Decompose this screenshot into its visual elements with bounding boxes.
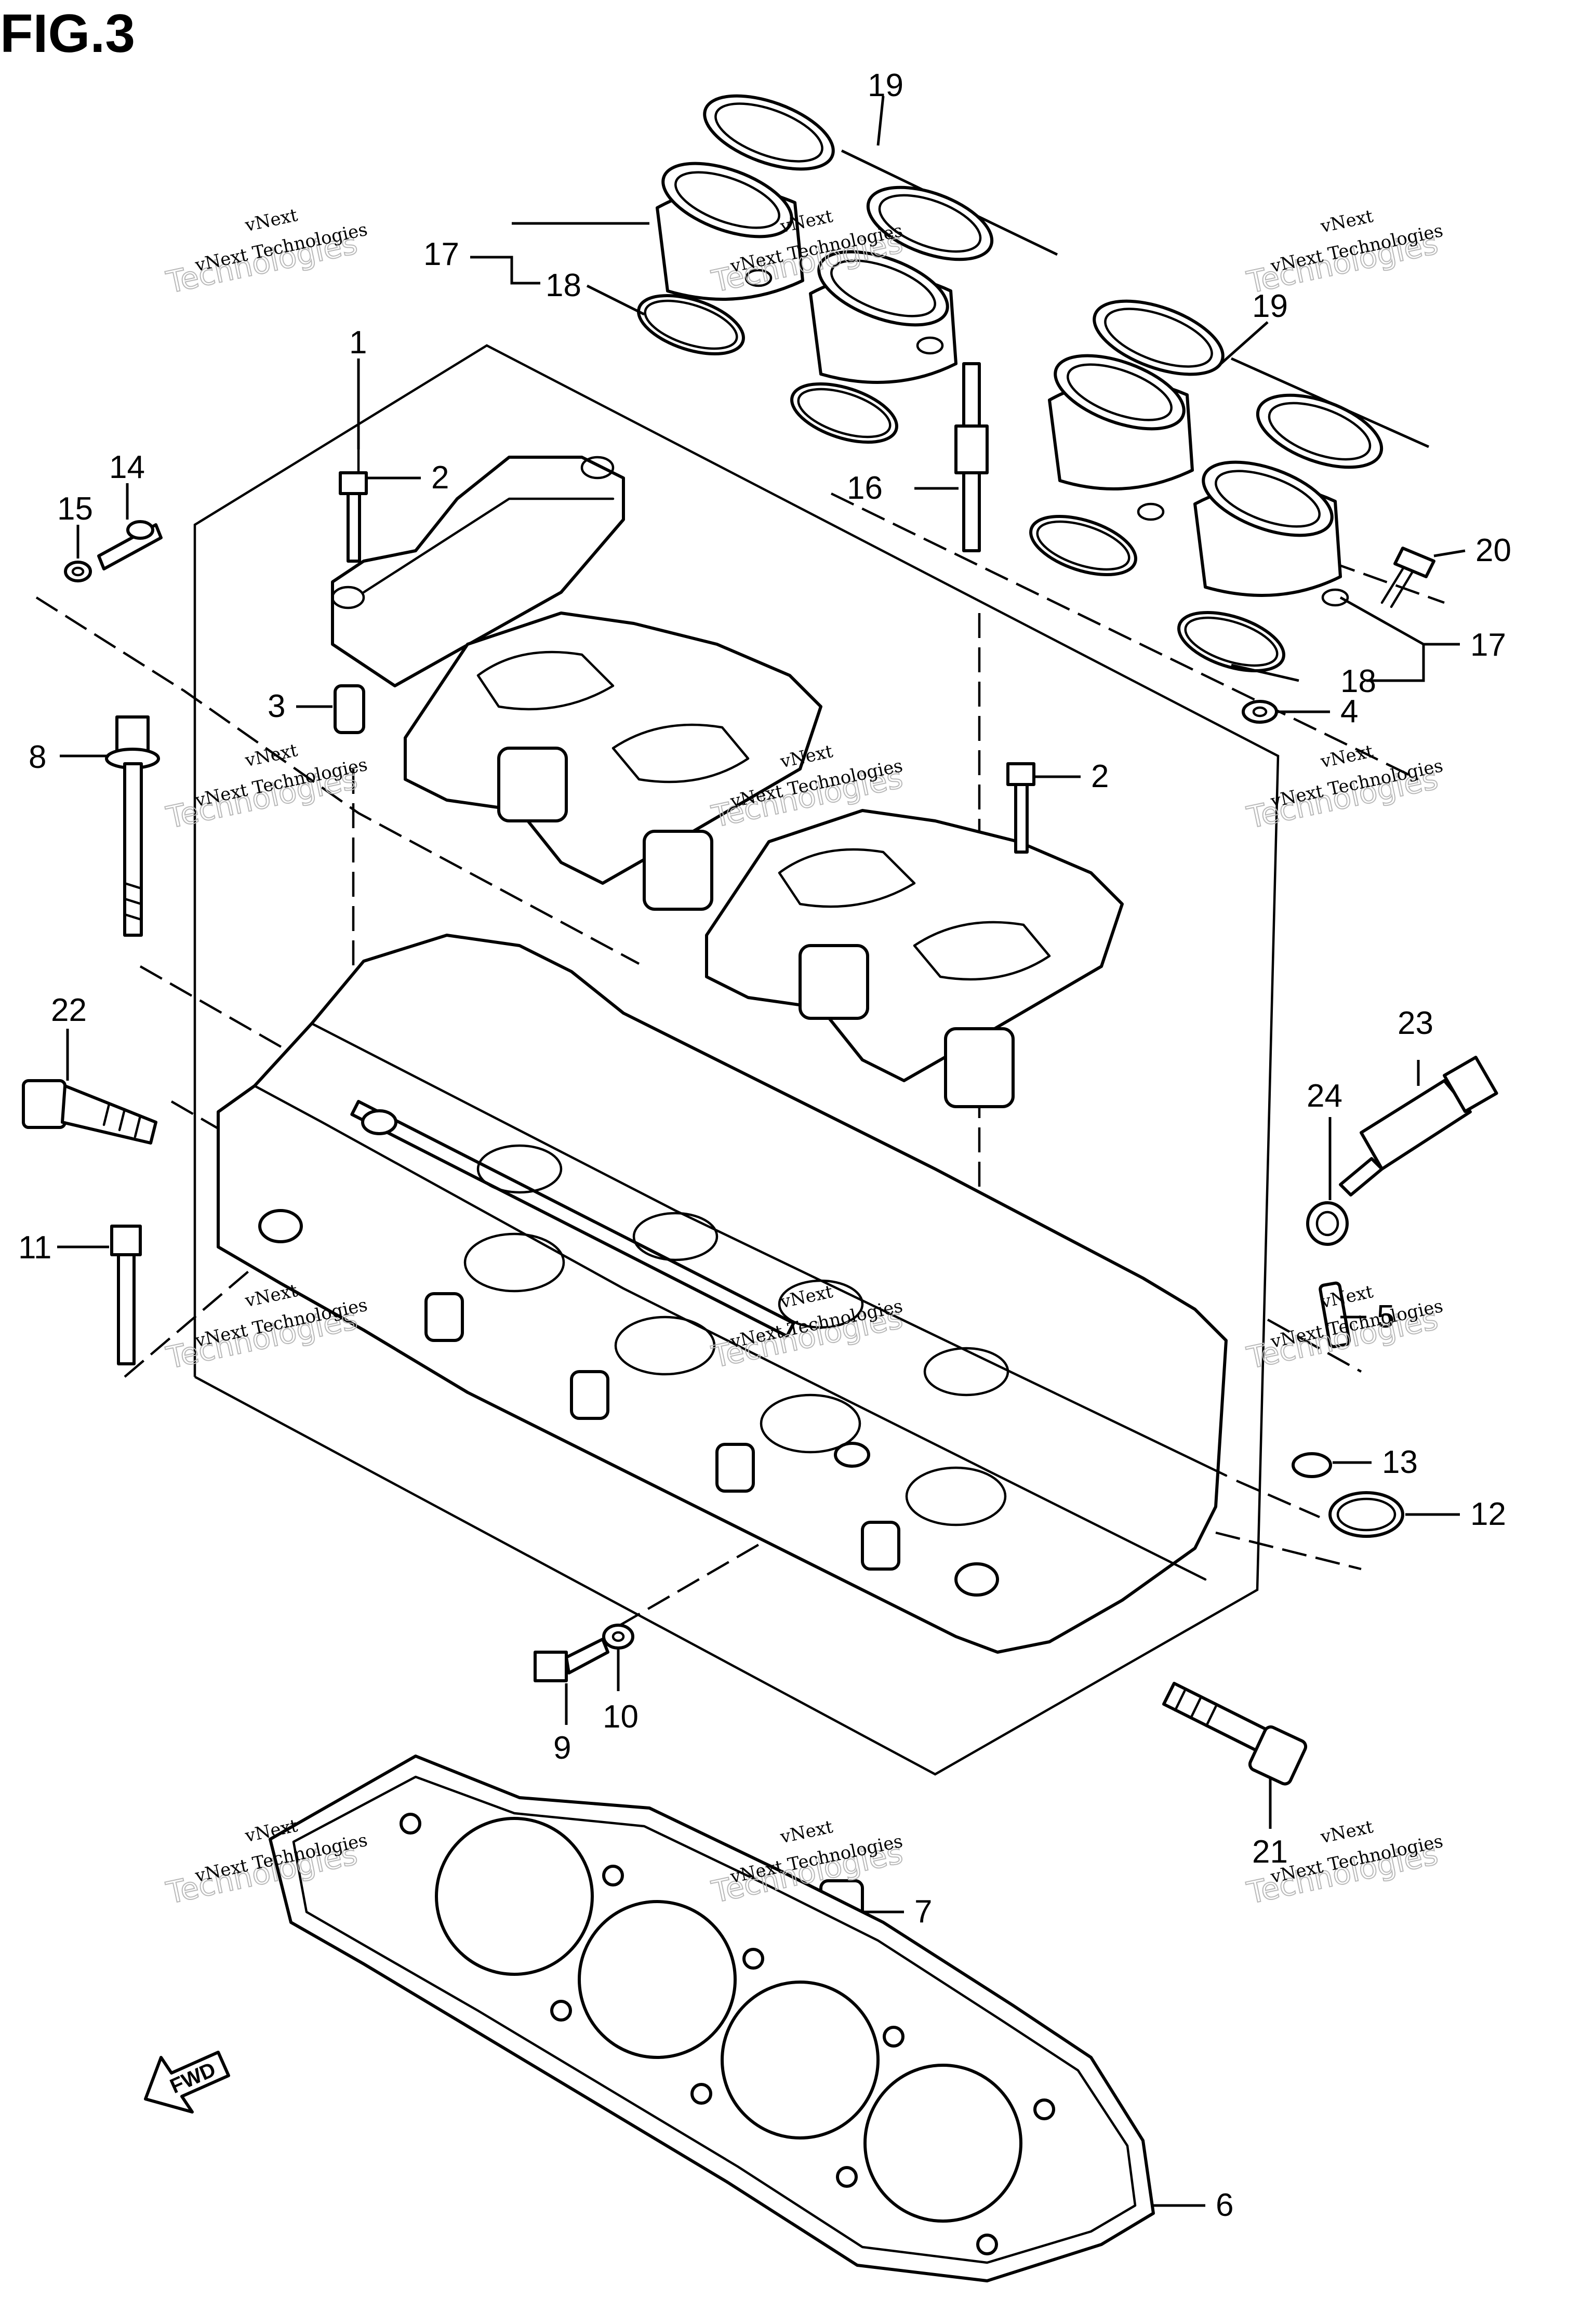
callout-18-upper: 18 — [546, 268, 581, 303]
svg-text:vNext: vNext — [1319, 206, 1375, 237]
callout-18-lower: 18 — [1340, 663, 1376, 699]
callout-21: 21 — [1252, 1834, 1288, 1870]
o-ring-13 — [1292, 1452, 1332, 1478]
callout-20: 20 — [1475, 533, 1511, 568]
bolt-2-lower — [1006, 762, 1035, 854]
cylinder-head — [217, 934, 1228, 1654]
gasket-24 — [1306, 1201, 1349, 1246]
callout-2-lower: 2 — [1091, 759, 1109, 794]
bolt-9 — [534, 1638, 609, 1682]
leader-lines — [57, 96, 1466, 2207]
callout-4: 4 — [1340, 694, 1358, 729]
watermark-top-left: Technologies vNext vNext Technologies — [163, 205, 369, 301]
fwd-arrow-icon: FWD — [144, 2051, 230, 2114]
coolant-sensor-23 — [1339, 1056, 1498, 1197]
intake-boot-lower-group — [1029, 299, 1430, 673]
svg-text:vNext: vNext — [243, 740, 299, 772]
watermark-top-right: Technologies vNext vNext Technologies — [1243, 206, 1445, 301]
svg-text:vNext: vNext — [1319, 741, 1375, 773]
washer-4 — [1242, 700, 1278, 724]
callout-23: 23 — [1398, 1005, 1433, 1041]
washer-15 — [64, 561, 92, 582]
cam-holder-top — [331, 456, 625, 687]
callout-7: 7 — [914, 1894, 932, 1930]
callout-13: 13 — [1382, 1444, 1418, 1480]
callout-numbers: 1 2 2 3 4 5 6 7 8 9 10 11 12 13 14 15 16… — [18, 68, 1511, 2223]
callout-5: 5 — [1377, 1299, 1394, 1335]
bolt-22 — [22, 1079, 157, 1145]
cam-holder-left — [404, 612, 822, 911]
callout-19-lower: 19 — [1252, 288, 1288, 324]
screw-20 — [1380, 547, 1435, 608]
callout-8: 8 — [29, 739, 46, 775]
bolt-21 — [1162, 1682, 1308, 1786]
o-ring-12 — [1328, 1491, 1404, 1538]
callout-3: 3 — [268, 688, 285, 724]
callout-22: 22 — [51, 992, 87, 1028]
callout-15: 15 — [57, 491, 93, 527]
watermark-mid-left: Technologies vNext vNext Technologies — [163, 740, 369, 836]
callout-1: 1 — [349, 325, 367, 361]
figure-title: FIG.3 — [0, 4, 135, 64]
callout-11: 11 — [18, 1230, 51, 1266]
callout-10: 10 — [603, 1699, 639, 1735]
bolt-11 — [110, 1225, 142, 1365]
callout-12: 12 — [1470, 1496, 1506, 1532]
bolt-2-upper — [339, 471, 368, 563]
callout-24: 24 — [1307, 1078, 1342, 1114]
callout-17-lower: 17 — [1470, 627, 1506, 663]
head-gasket-6 — [269, 1755, 1155, 2282]
callout-14: 14 — [109, 449, 145, 485]
callout-17-upper: 17 — [423, 236, 459, 272]
svg-text:vNext: vNext — [1319, 1816, 1375, 1848]
callout-19-upper: 19 — [868, 68, 903, 103]
svg-text:vNext: vNext — [243, 1280, 299, 1312]
callout-2-upper: 2 — [431, 460, 449, 496]
watermark-low-right: Technologies vNext vNext Technologies — [1243, 1281, 1445, 1376]
callout-16: 16 — [847, 470, 883, 506]
svg-text:vNext: vNext — [778, 1816, 835, 1848]
bolt-8 — [105, 715, 160, 937]
bolt-14 — [97, 520, 163, 570]
svg-text:vNext: vNext — [243, 205, 299, 236]
pipe-5 — [1319, 1281, 1351, 1348]
cam-holder-right — [705, 809, 1124, 1108]
callout-6: 6 — [1216, 2187, 1233, 2223]
spark-plug-16 — [954, 362, 989, 552]
intake-boot-upper-group — [637, 94, 1058, 444]
washer-10 — [602, 1624, 634, 1650]
callout-9: 9 — [553, 1730, 571, 1766]
dowel-pin-3 — [334, 684, 365, 734]
